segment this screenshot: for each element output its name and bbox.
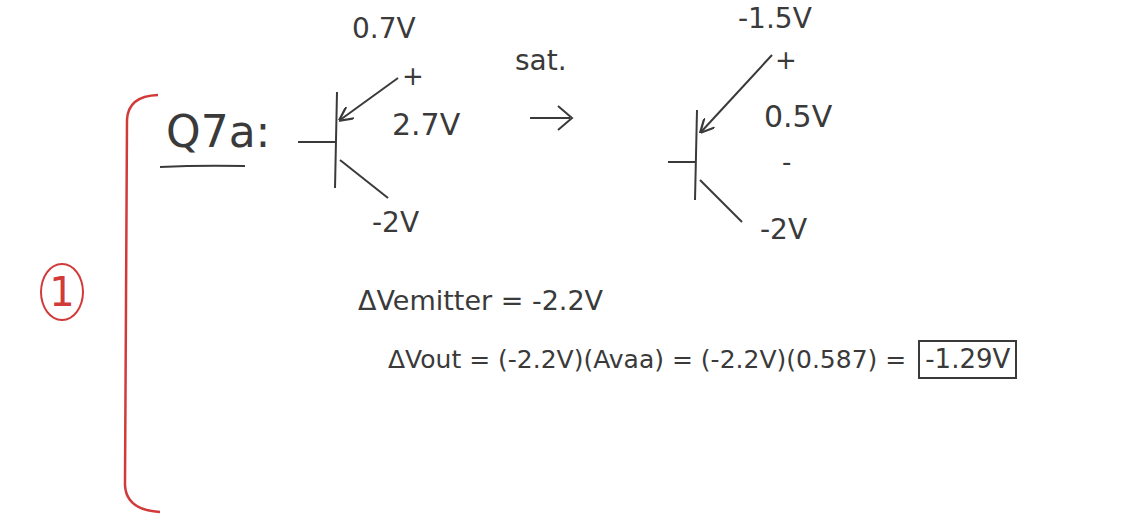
transistor-symbol — [298, 78, 398, 198]
polarity-sign: - — [782, 148, 791, 177]
voltage-label: 2.7V — [392, 108, 460, 141]
voltage-label: 0.5V — [764, 100, 832, 133]
transition-arrow — [530, 106, 572, 130]
voltage-label: -2V — [760, 215, 807, 246]
answer-box: -1.29V — [918, 340, 1017, 379]
state-note: sat. — [515, 46, 567, 77]
grade-bracket — [125, 95, 160, 512]
voltage-label: 0.7V — [352, 14, 416, 45]
voltage-label: -1.5V — [738, 4, 812, 35]
voltage-label: -2V — [372, 208, 419, 239]
part-name: Q7a: — [166, 108, 270, 156]
score-number: 1 — [49, 270, 74, 314]
equation: ΔVout = (-2.2V)(Avaa) = (-2.2V)(0.587) = — [388, 346, 906, 374]
answer-value: -1.29V — [925, 345, 1010, 374]
equation: ΔVemitter = -2.2V — [358, 286, 603, 316]
transistor-symbol — [668, 55, 772, 222]
polarity-sign: + — [775, 46, 797, 75]
score-circle: 1 — [40, 263, 83, 321]
underline — [160, 166, 245, 167]
polarity-sign: + — [402, 62, 424, 91]
